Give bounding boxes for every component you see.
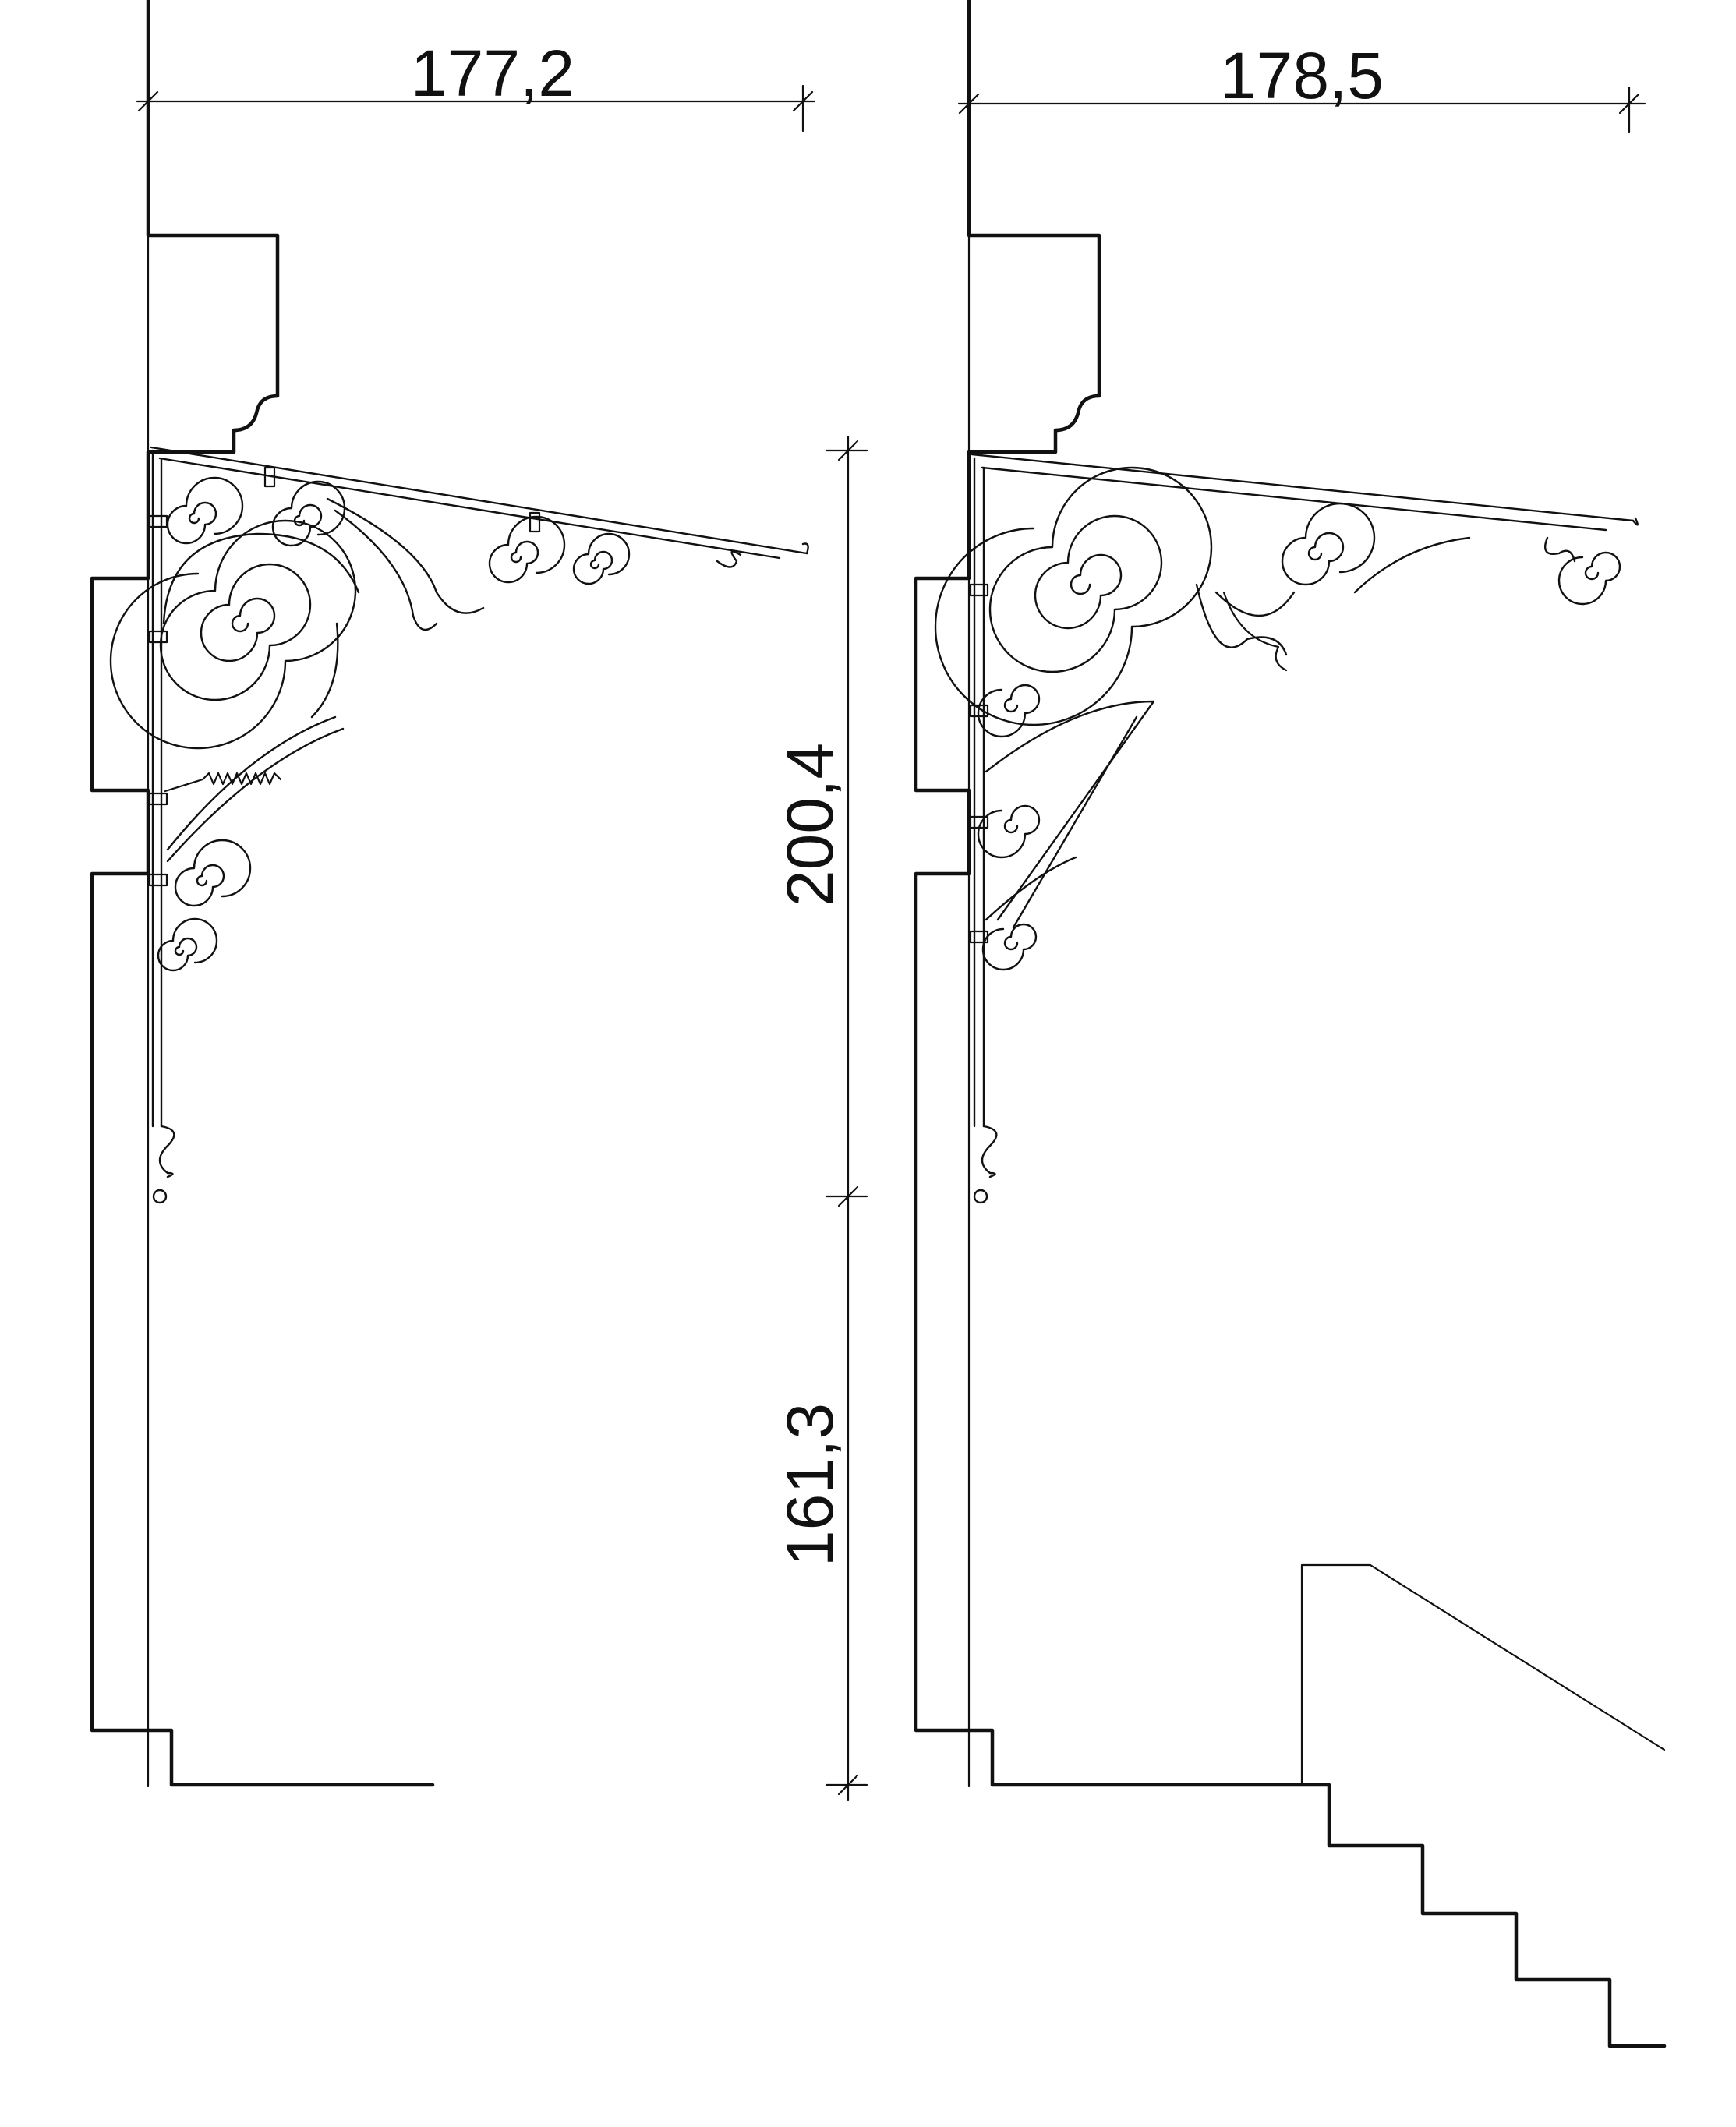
right-end-scroll	[1557, 551, 1621, 606]
right-medium-spiral	[1281, 502, 1376, 586]
left-wall-profile	[90, 0, 435, 1787]
right-elevation: 178,5	[914, 0, 1667, 2048]
left-bracket	[109, 446, 809, 1204]
left-small-spiral-6	[157, 917, 218, 972]
right-width-dimension: 178,5	[957, 39, 1646, 134]
stair-railing	[1300, 1563, 1666, 1786]
left-height-dimension: 200,4 161,3	[773, 435, 868, 1802]
left-elevation: 177,2	[90, 0, 868, 1802]
left-small-spiral-4	[572, 532, 631, 585]
left-large-spiral	[109, 519, 357, 750]
left-small-spiral-2	[271, 480, 346, 547]
left-small-spiral-3	[488, 515, 566, 584]
left-coil-spring	[201, 772, 282, 786]
left-small-spiral-1	[166, 476, 244, 545]
right-scroll-3	[981, 923, 1038, 971]
left-width-label: 177,2	[411, 37, 575, 110]
right-width-label: 178,5	[1220, 39, 1384, 112]
left-small-spiral-5	[174, 839, 252, 907]
right-large-spiral	[934, 466, 1213, 726]
right-bracket	[934, 453, 1639, 1204]
right-scroll-1	[977, 684, 1041, 738]
left-width-dimension: 177,2	[136, 37, 816, 132]
right-wall-profile	[914, 0, 1667, 2048]
upper-height-label: 200,4	[773, 743, 847, 906]
right-leaf	[1222, 591, 1288, 672]
right-scroll-2	[977, 804, 1041, 859]
lower-height-label: 161,3	[773, 1403, 847, 1567]
